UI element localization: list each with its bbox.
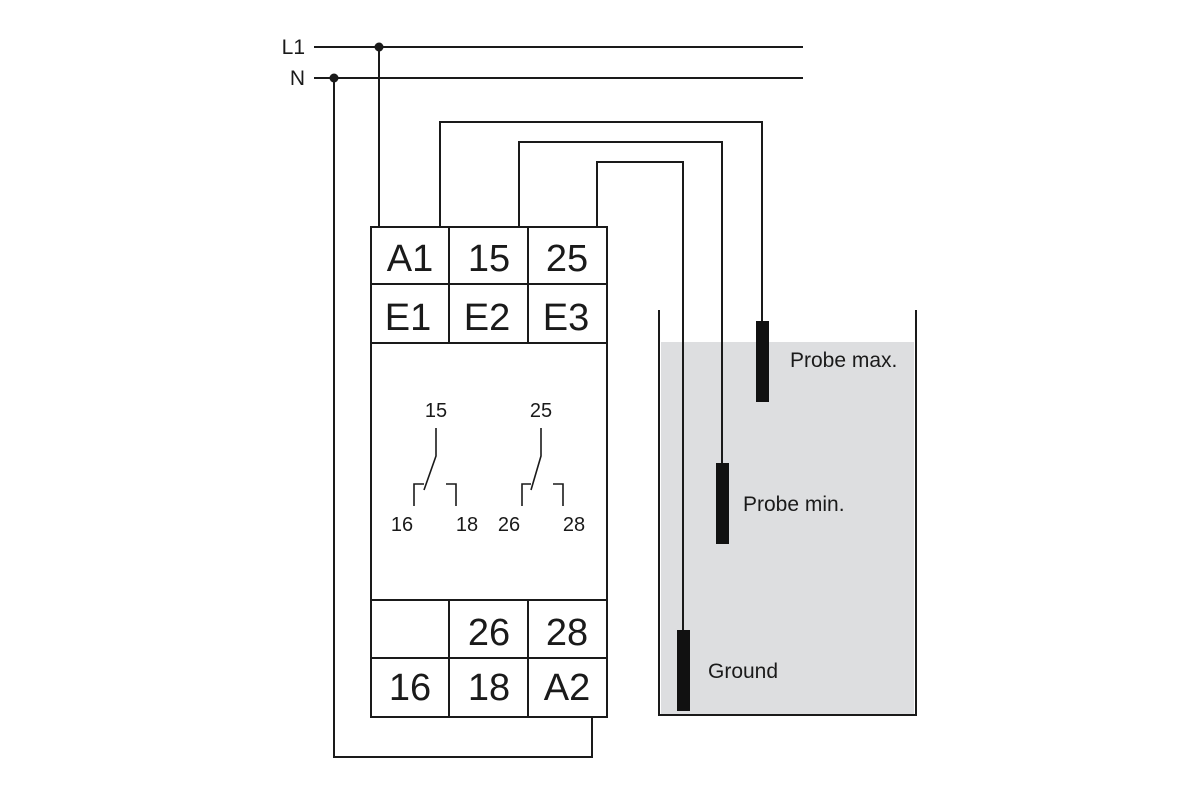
contact-symbol-1: 15 16 18: [391, 400, 478, 536]
contact-2-nc-leg: [521, 483, 531, 506]
contact-symbol-2: 25 26 28: [498, 400, 585, 536]
relay-frame: [370, 226, 608, 718]
contact-2-no-leg: [553, 483, 564, 506]
l1-label: L1: [282, 36, 305, 59]
contact-1-nc-leg: [413, 483, 424, 506]
terminal-15: 15: [468, 238, 510, 280]
terminal-e1: E1: [385, 297, 431, 339]
probe-max-label: Probe max.: [790, 349, 897, 372]
terminal-28: 28: [546, 612, 588, 654]
probe-min-label: Probe min.: [743, 493, 845, 516]
terminal-e2: E2: [464, 297, 510, 339]
terminal-16: 16: [389, 667, 431, 709]
probe-max-electrode: [756, 321, 769, 402]
wire-e2-probe-min: [518, 141, 723, 464]
tank-outline: [658, 310, 917, 716]
contact-1-switch: [423, 428, 437, 491]
terminal-26: 26: [468, 612, 510, 654]
tank-liquid: [661, 342, 914, 714]
probes: Probe max. Probe min. Ground: [677, 321, 897, 711]
wire-n-a2: [333, 78, 593, 758]
probe-min-electrode: [716, 463, 729, 544]
ground-label: Ground: [708, 660, 778, 683]
supply-lines: L1 N: [282, 36, 803, 90]
contact-1-nc-label: 16: [391, 514, 413, 536]
contact-1-no-label: 18: [456, 514, 478, 536]
terminal-a2: A2: [544, 667, 590, 709]
contact-2-common-label: 25: [530, 400, 552, 422]
terminal-a1: A1: [387, 238, 433, 280]
contact-1-no-leg: [446, 483, 457, 506]
contact-1-common-label: 15: [425, 400, 447, 422]
terminal-25: 25: [546, 238, 588, 280]
wire-e1-probe-max: [439, 121, 763, 322]
n-label: N: [290, 67, 305, 90]
terminal-18: 18: [468, 667, 510, 709]
ground-electrode: [677, 630, 690, 711]
junction-n: [329, 73, 339, 83]
contact-2-no-label: 28: [563, 514, 585, 536]
junction-l1: [374, 42, 384, 52]
contact-2-switch: [530, 428, 542, 491]
terminal-e3: E3: [543, 297, 589, 339]
contact-2-nc-label: 26: [498, 514, 520, 536]
relay-module: A1 15 25 E1 E2 E3 26 28 16 18 A2 15 16 1…: [370, 226, 608, 718]
